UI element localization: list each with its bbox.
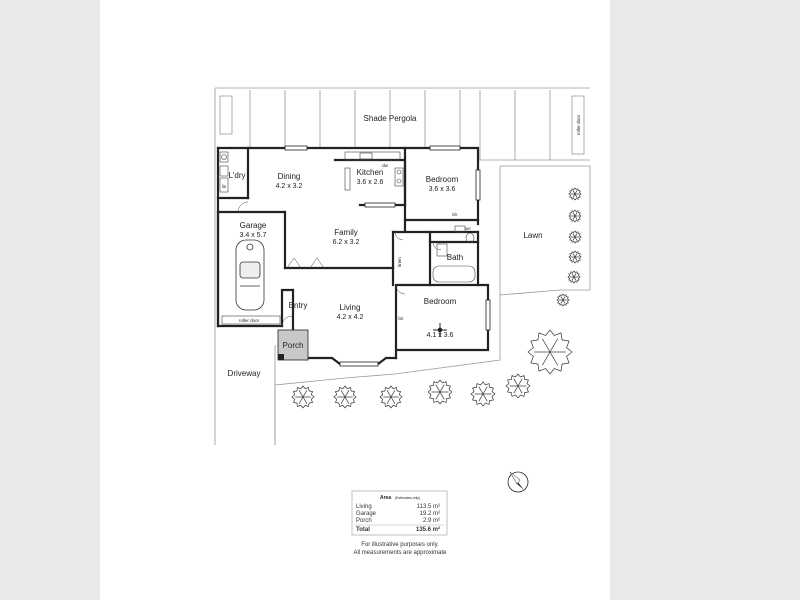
room-entry-name: Entry — [289, 301, 308, 310]
tree-icon — [527, 329, 573, 375]
ldry-cupboard-label: lin — [222, 184, 227, 189]
room-dining-name: Dining — [278, 172, 301, 181]
area-table: Area (Estimates only) Living 113.5 m² Ga… — [351, 490, 448, 536]
room-kitchen-name: Kitchen — [357, 168, 384, 177]
north-arrow-icon — [507, 471, 529, 493]
room-kitchen-dims: 3.6 x 2.6 — [357, 179, 384, 186]
linen-label: linen — [397, 257, 402, 267]
room-bedroom2-dims: 4.1 x 3.6 — [427, 332, 454, 339]
bath-fittings — [432, 225, 476, 283]
door-swings — [237, 201, 442, 327]
garage-roller-door — [221, 315, 281, 325]
disclaimer-line1: For illustrative purposes only. — [361, 542, 439, 548]
area-row-porch-label: Porch — [356, 518, 372, 524]
area-row-porch-value: 2.9 m² — [423, 518, 440, 524]
room-labels: L'dry Dining 4.2 x 3.2 Kitchen 3.6 x 2.6… — [222, 163, 472, 378]
area-row-living-label: Living — [356, 504, 372, 510]
kitchen-fittings — [344, 151, 404, 191]
room-bedroom2-name: Bedroom — [424, 297, 457, 306]
tree-icon — [568, 187, 582, 201]
room-family-dims: 6.2 x 3.2 — [333, 239, 360, 246]
area-row-garage-label: Garage — [356, 511, 377, 517]
tree-icon — [568, 250, 582, 264]
laundry-fittings — [219, 151, 229, 193]
room-family-name: Family — [334, 228, 358, 237]
robe2-label: b/r — [398, 316, 404, 321]
area-row-garage-value: 19.2 m² — [420, 511, 440, 517]
wc-label: wc — [465, 226, 471, 231]
disclaimer-line2: All measurements are approximate — [353, 550, 447, 556]
tree-icon — [379, 385, 403, 409]
area-total-label: Total — [356, 527, 370, 533]
site-boundary — [214, 150, 501, 445]
ceiling-fan-icon — [433, 323, 447, 337]
pergola-label: Shade Pergola — [364, 114, 417, 123]
room-living-name: Living — [340, 303, 361, 312]
tree-icon — [568, 230, 582, 244]
tree-icon — [291, 385, 315, 409]
room-porch-name: Porch — [283, 341, 304, 350]
room-living-dims: 4.2 x 4.2 — [337, 314, 364, 321]
room-garage-name: Garage — [240, 221, 267, 230]
windows — [284, 145, 491, 367]
tree-icon — [427, 379, 453, 405]
room-bedroom1-name: Bedroom — [426, 175, 459, 184]
room-bath-name: Bath — [447, 253, 463, 262]
tree-icon — [333, 385, 357, 409]
area-table-title: Area — [380, 495, 391, 501]
robe1-label: b/r — [452, 212, 458, 217]
tree-icon — [470, 381, 496, 407]
lawn-boundary — [499, 165, 591, 300]
area-table-note: (Estimates only) — [395, 496, 420, 500]
room-ldry-name: L'dry — [228, 171, 245, 180]
area-row-living-value: 113.5 m² — [417, 504, 440, 510]
tree-icon — [568, 209, 582, 223]
room-bedroom1-dims: 3.6 x 3.6 — [429, 186, 456, 193]
room-dining-dims: 4.2 x 3.2 — [276, 183, 303, 190]
driveway-label: Driveway — [228, 369, 261, 378]
room-garage-dims: 3.4 x 5.7 — [240, 232, 267, 239]
landscape-trees — [291, 187, 582, 409]
pergola — [214, 87, 590, 161]
area-total-value: 135.6 m² — [416, 526, 440, 533]
car-icon — [235, 239, 265, 311]
tree-icon — [556, 293, 570, 307]
porch-post — [278, 354, 284, 360]
tree-icon — [505, 373, 531, 399]
tree-icon — [567, 270, 581, 284]
lawn-label: Lawn — [523, 231, 542, 240]
roller-door-right-label: roller door — [576, 114, 581, 135]
garage-roller-door-label: roller door — [239, 318, 260, 323]
dishwasher-label: dw — [382, 163, 389, 168]
